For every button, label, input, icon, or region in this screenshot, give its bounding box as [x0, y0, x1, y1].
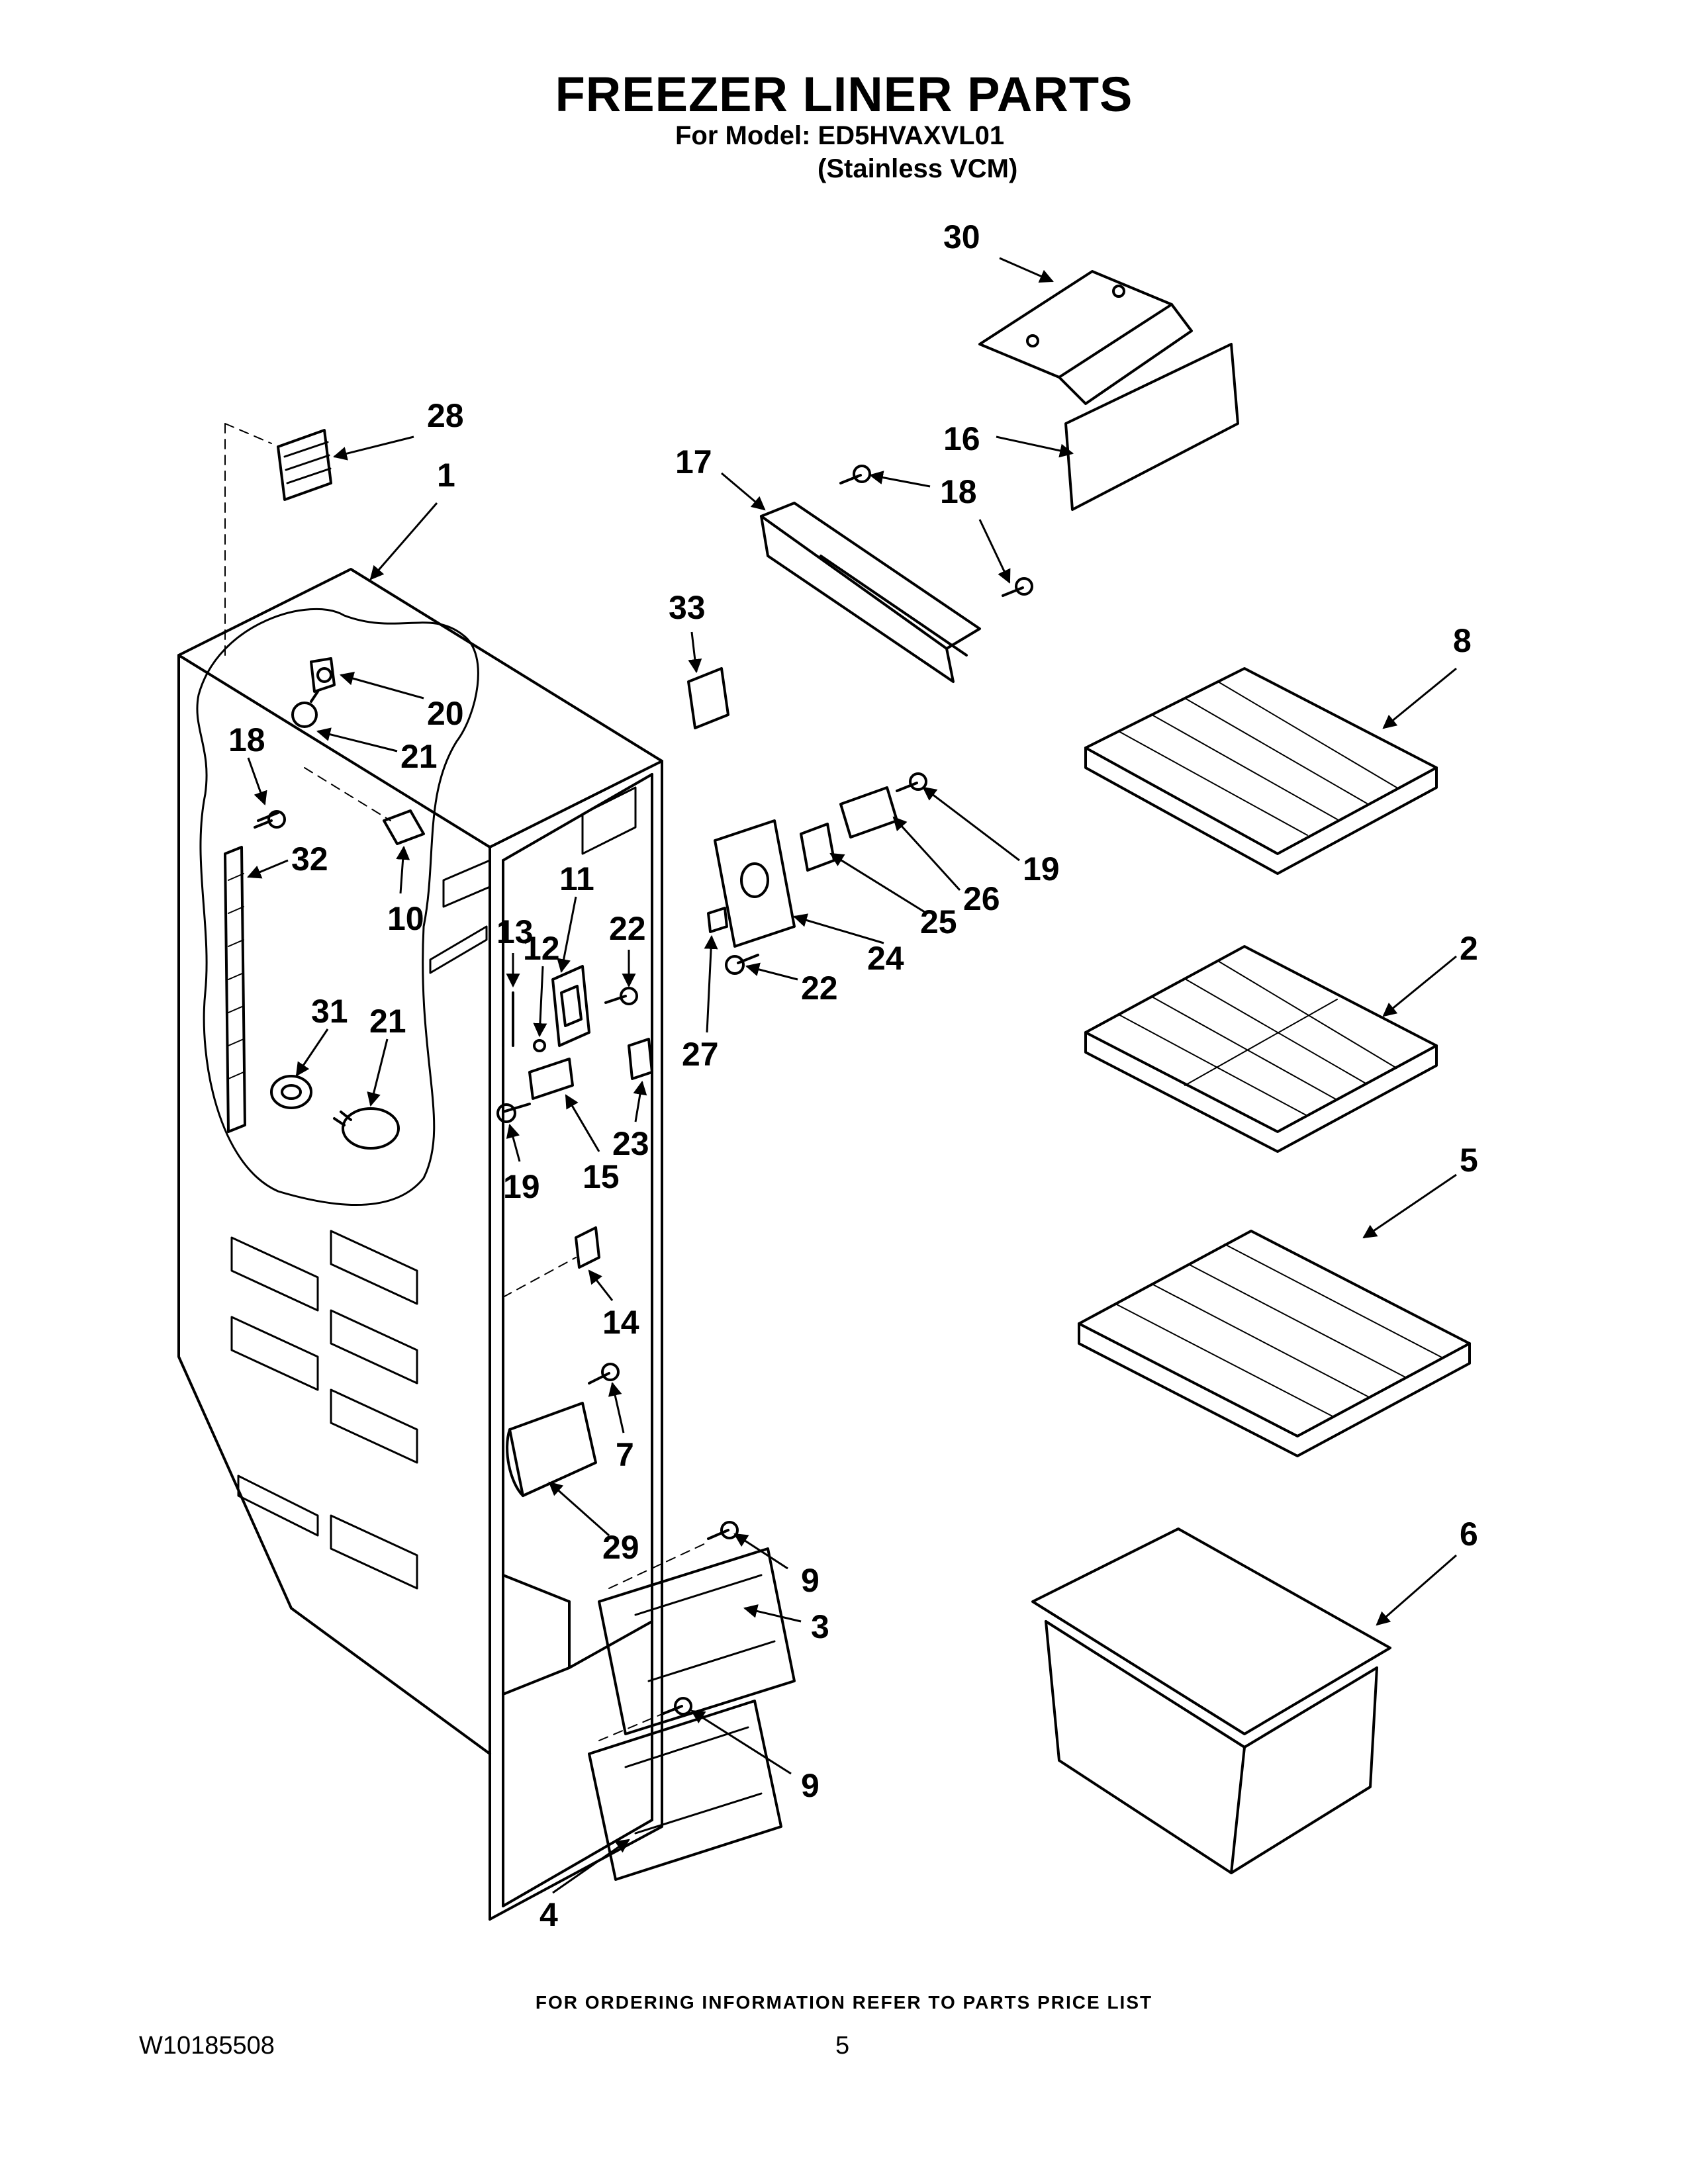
callout-10: 10: [387, 900, 424, 937]
part-29-duct: [506, 1402, 597, 1497]
callout-13: 13: [496, 913, 534, 950]
part-21-bulb-lower: [333, 1107, 400, 1150]
callout-24: 24: [867, 940, 904, 977]
part-19-screw-lower: [496, 1103, 531, 1123]
callout-29: 29: [602, 1529, 639, 1566]
part-4-trim: [588, 1700, 782, 1881]
part-5-shelf: [1078, 1230, 1471, 1457]
callout-30: 30: [943, 218, 980, 255]
callout-18-top: 18: [940, 473, 977, 510]
callout-12: 12: [523, 930, 560, 967]
callout-9-upper: 9: [801, 1562, 820, 1599]
part-14-switch: [575, 1226, 600, 1269]
part-20-light-socket: [310, 657, 336, 693]
part-18-screw-bracket: [1002, 577, 1033, 597]
part-33-latch: [687, 667, 729, 729]
page-number: 5: [835, 2032, 850, 2060]
part-18-screw-top: [839, 465, 871, 484]
callout-3: 3: [811, 1608, 829, 1645]
callout-2: 2: [1460, 930, 1478, 967]
ordering-note: FOR ORDERING INFORMATION REFER TO PARTS …: [535, 1992, 1153, 2013]
callout-8: 8: [1453, 622, 1472, 659]
freezer-liner-cabinet: [177, 423, 663, 1921]
callout-19-lower: 19: [503, 1168, 540, 1205]
part-6-bin: [1031, 1527, 1391, 1874]
part-23-clip: [628, 1038, 653, 1080]
model-subtitle: For Model: ED5HVAXVL01 (Stainless VCM): [675, 119, 1017, 185]
callout-15: 15: [583, 1158, 620, 1195]
part-10-clip: [383, 809, 425, 845]
callout-19-right: 19: [1023, 850, 1060, 887]
part-25-plate: [800, 823, 835, 872]
callout-22-right: 22: [801, 970, 838, 1007]
callout-21-upper: 21: [400, 738, 438, 775]
callout-23: 23: [612, 1125, 649, 1162]
callout-32: 32: [291, 841, 328, 878]
callout-22-upper: 22: [609, 910, 646, 947]
part-17-bracket: [760, 502, 981, 683]
part-26-board: [839, 786, 898, 839]
callout-11: 11: [559, 860, 594, 897]
part-3-trim: [598, 1547, 796, 1735]
callout-6: 6: [1460, 1516, 1478, 1553]
callout-27: 27: [682, 1036, 719, 1073]
part-9-screw-upper: [707, 1521, 739, 1540]
callout-9-lower: 9: [801, 1767, 820, 1804]
part-8-shelf: [1084, 667, 1438, 875]
part-27-pin: [707, 907, 728, 933]
callout-17: 17: [675, 443, 712, 480]
callout-14: 14: [602, 1304, 639, 1341]
callout-7: 7: [616, 1436, 634, 1473]
part-28-clip: [277, 429, 332, 501]
callout-33: 33: [669, 589, 706, 626]
callout-1: 1: [437, 457, 455, 494]
part-16-deflector: [1064, 343, 1239, 511]
part-15-board: [528, 1058, 574, 1100]
part-31-lamp-socket: [270, 1075, 312, 1109]
model-line: For Model: ED5HVAXVL01: [675, 121, 1005, 150]
part-7-screw: [588, 1363, 620, 1385]
callout-20: 20: [427, 695, 464, 732]
callout-26: 26: [963, 880, 1000, 917]
part-11-housing: [551, 965, 590, 1047]
page-title: FREEZER LINER PARTS: [555, 67, 1133, 122]
variant-line: (Stainless VCM): [818, 154, 1018, 183]
document-id: W10185508: [139, 2032, 275, 2060]
callout-5: 5: [1460, 1142, 1478, 1179]
leader-arrows: [247, 257, 1457, 1894]
part-18-screw-left: [254, 810, 286, 829]
callout-4: 4: [539, 1896, 558, 1933]
part-19-screw-right: [896, 772, 927, 792]
callout-31: 31: [311, 993, 348, 1030]
callout-labels: 28 1 20 21 18 32 10 31 21 11 13 12 22 23…: [228, 218, 1478, 1933]
part-32-rail: [224, 846, 246, 1133]
part-22-screw-right: [725, 954, 759, 975]
callout-16: 16: [943, 420, 980, 457]
part-9-screw-lower: [661, 1697, 692, 1715]
callout-28: 28: [427, 397, 464, 434]
part-30-cover: [978, 270, 1193, 405]
part-2-shelf: [1084, 945, 1438, 1153]
callout-21-lower: 21: [369, 1003, 406, 1040]
part-22-screw-upper: [604, 987, 638, 1005]
part-12-sensor: [533, 1039, 546, 1052]
callout-18-left: 18: [228, 721, 265, 758]
callout-25: 25: [920, 903, 957, 940]
part-21-bulb-upper: [291, 690, 319, 728]
